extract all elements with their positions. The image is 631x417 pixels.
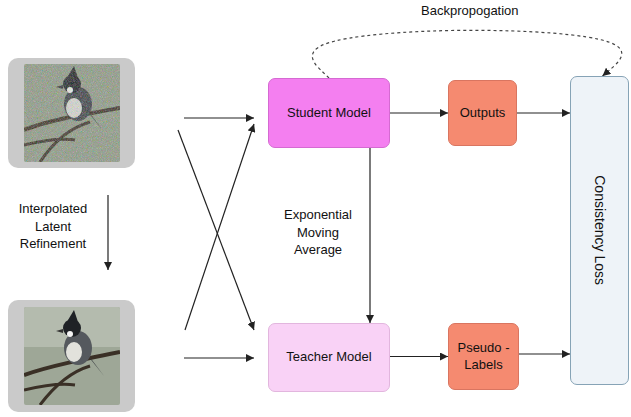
teacher-model-box: Teacher Model (268, 323, 390, 392)
backprop-label: Backpropogation (419, 2, 521, 20)
input-arrow (184, 357, 254, 358)
refined-bird-image (24, 307, 120, 405)
node-label: Outputs (460, 105, 506, 122)
image-panel (8, 300, 135, 412)
input-arrow (178, 130, 254, 330)
flow-arrow (390, 356, 448, 357)
flow-arrow (519, 353, 570, 354)
input-arrow (185, 124, 254, 330)
input-arrow (184, 117, 254, 118)
image-panel (8, 58, 135, 168)
flow-arrow (390, 112, 448, 113)
node-label: Student Model (287, 105, 371, 122)
flow-arrow (369, 148, 370, 323)
node-label: Teacher Model (286, 349, 371, 366)
node-label: Consistency Loss (590, 176, 608, 286)
student-model-box: Student Model (268, 78, 390, 148)
refinement-label: Interpolated Latent Refinement (6, 200, 100, 253)
ema-label: Exponential Moving Average (274, 206, 362, 259)
node-label: Pseudo -Labels (454, 340, 513, 374)
pseudo-labels-box: Pseudo -Labels (448, 323, 519, 390)
flow-arrow (517, 112, 570, 113)
backprop-arrow (312, 30, 621, 78)
loss-box: Consistency Loss (570, 76, 629, 385)
refinement-arrow (107, 195, 108, 270)
outputs-box: Outputs (448, 80, 517, 146)
noisy-bird-image (24, 64, 120, 162)
